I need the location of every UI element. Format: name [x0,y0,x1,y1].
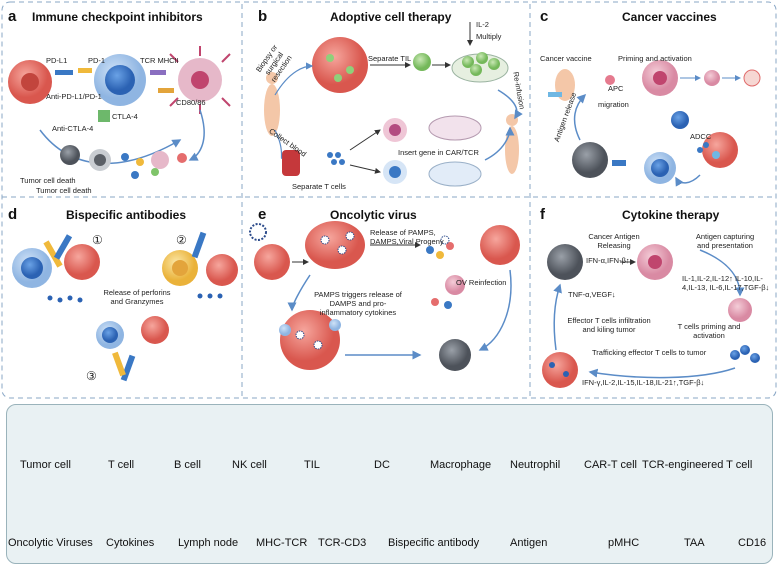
label-trafficking: Trafficking effector T cells to tumor [592,348,707,357]
panel-e-letter: e [258,206,267,223]
legend-label-tcr-t: TCR-engineered T cell [642,459,753,471]
label-antigen-capturing: Antigen capturing and presentation [695,232,755,250]
panel-c-title: Cancer vaccines [622,10,717,24]
panel-b-graphics [264,22,523,187]
label-pdl1: PD-L1 [46,56,68,65]
legend-label-pmhc: pMHC [608,537,640,549]
panel-c-graphics [548,60,761,187]
legend-label-mhc-tcr: MHC-TCR [256,537,308,549]
legend-label-taa: TAA [684,537,705,549]
label-pamps-triggers: PAMPS triggers release of DAMPS and pro-… [314,290,402,317]
panel-f-title: Cytokine therapy [622,208,720,222]
label-insert-gene: Insert gene in CAR/TCR [398,148,479,157]
legend-label-nk-cell: NK cell [232,459,267,471]
legend-label-lymph-node: Lymph node [178,537,239,549]
label-multiply: Multiply [476,32,502,41]
label-ifn-list: IFN-γ,IL-2,IL-15,IL-18,IL-21↑,TGF-β↓ [582,378,705,387]
label-il-list: IL-1,IL-2,IL-12↑ IL-10,IL-4,IL-13, IL-6,… [682,274,770,292]
panel-f-graphics [542,244,760,388]
legend-label-t-cell: T cell [108,459,135,471]
label-separate-til: Separate TIL [368,54,412,63]
label-adcc: ADCC [690,132,712,141]
label-ctla4: CTLA-4 [112,112,138,121]
legend-label-til: TIL [304,459,320,471]
legend-label-bispecific: Bispecific antibody [388,537,480,549]
label-migration: migration [598,100,629,109]
panel-a-title: Immune checkpoint inhibitors [32,10,203,24]
label-d-2: ② [176,233,187,247]
legend-label-cytokines: Cytokines [106,537,155,549]
label-separate-t-cells: Separate T cells [292,182,346,191]
legend-label-car-t: CAR-T cell [584,459,637,471]
label-ifn: IFN-α,IFN-β↑ [586,256,630,265]
panel-e-title: Oncolytic virus [330,208,417,222]
label-ov-reinfection: OV Reinfection [456,278,507,287]
label-tumor-death-1: Tumor cell death [20,176,76,185]
legend-label-tcr-cd3: TCR-CD3 [318,537,367,549]
label-release-pamps: Release of PAMPS, DAMPS,Viral Progeny [370,228,444,246]
panel-d-letter: d [8,206,18,223]
panel-b-title: Adoptive cell therapy [330,10,452,24]
panel-c-letter: c [540,8,549,25]
label-cancer-vaccine: Cancer vaccine [540,54,592,63]
label-anti-ctla4: Anti-CTLA-4 [52,124,94,133]
panel-b-letter: b [258,8,268,25]
label-anti-pd: Anti-PD-L1/PD-1 [46,92,102,101]
label-cd80: CD80/86 [176,98,206,107]
panel-a-letter: a [8,8,17,25]
label-perforins: Release of perforins and Granzymes [103,288,171,306]
legend-label-oncolytic: Oncolytic Viruses [8,537,93,549]
label-cancer-antigen: Cancer Antigen Releasing [588,232,640,250]
label-effector: Effector T cells infiltration and kiling… [567,316,651,334]
label-apc: APC [608,84,624,93]
label-tcr-mhc: TCR MHCII [140,56,179,65]
label-d-1: ① [92,233,103,247]
label-il2: IL-2 [476,20,489,29]
legend-label-cd16: CD16 [738,537,767,549]
legend-label-macrophage: Macrophage [430,459,492,471]
label-tumor-death-2: Tumor cell death [36,186,92,195]
label-priming: Priming and activation [618,54,692,63]
label-pd1: PD-1 [88,56,106,65]
legend-label-antigen: Antigen [510,537,548,549]
legend-label-neutrophil: Neutrophil [510,459,561,471]
panel-a-graphics [8,46,231,179]
panel-d-title: Bispecific antibodies [66,208,187,222]
panel-dividers [1,1,777,399]
legend-label-tumor-cell: Tumor cell [20,459,71,471]
label-d-3: ③ [86,369,97,383]
legend-panel [6,404,773,564]
label-t-priming: T cells priming and activation [677,322,741,340]
panel-e-graphics [249,221,520,371]
panel-f-letter: f [540,206,545,223]
legend-label-b-cell: B cell [174,459,201,471]
legend-label-dc: DC [374,459,390,471]
label-tnf: TNF-α,VEGF↓ [568,290,616,299]
panel-d-graphics [12,231,238,382]
